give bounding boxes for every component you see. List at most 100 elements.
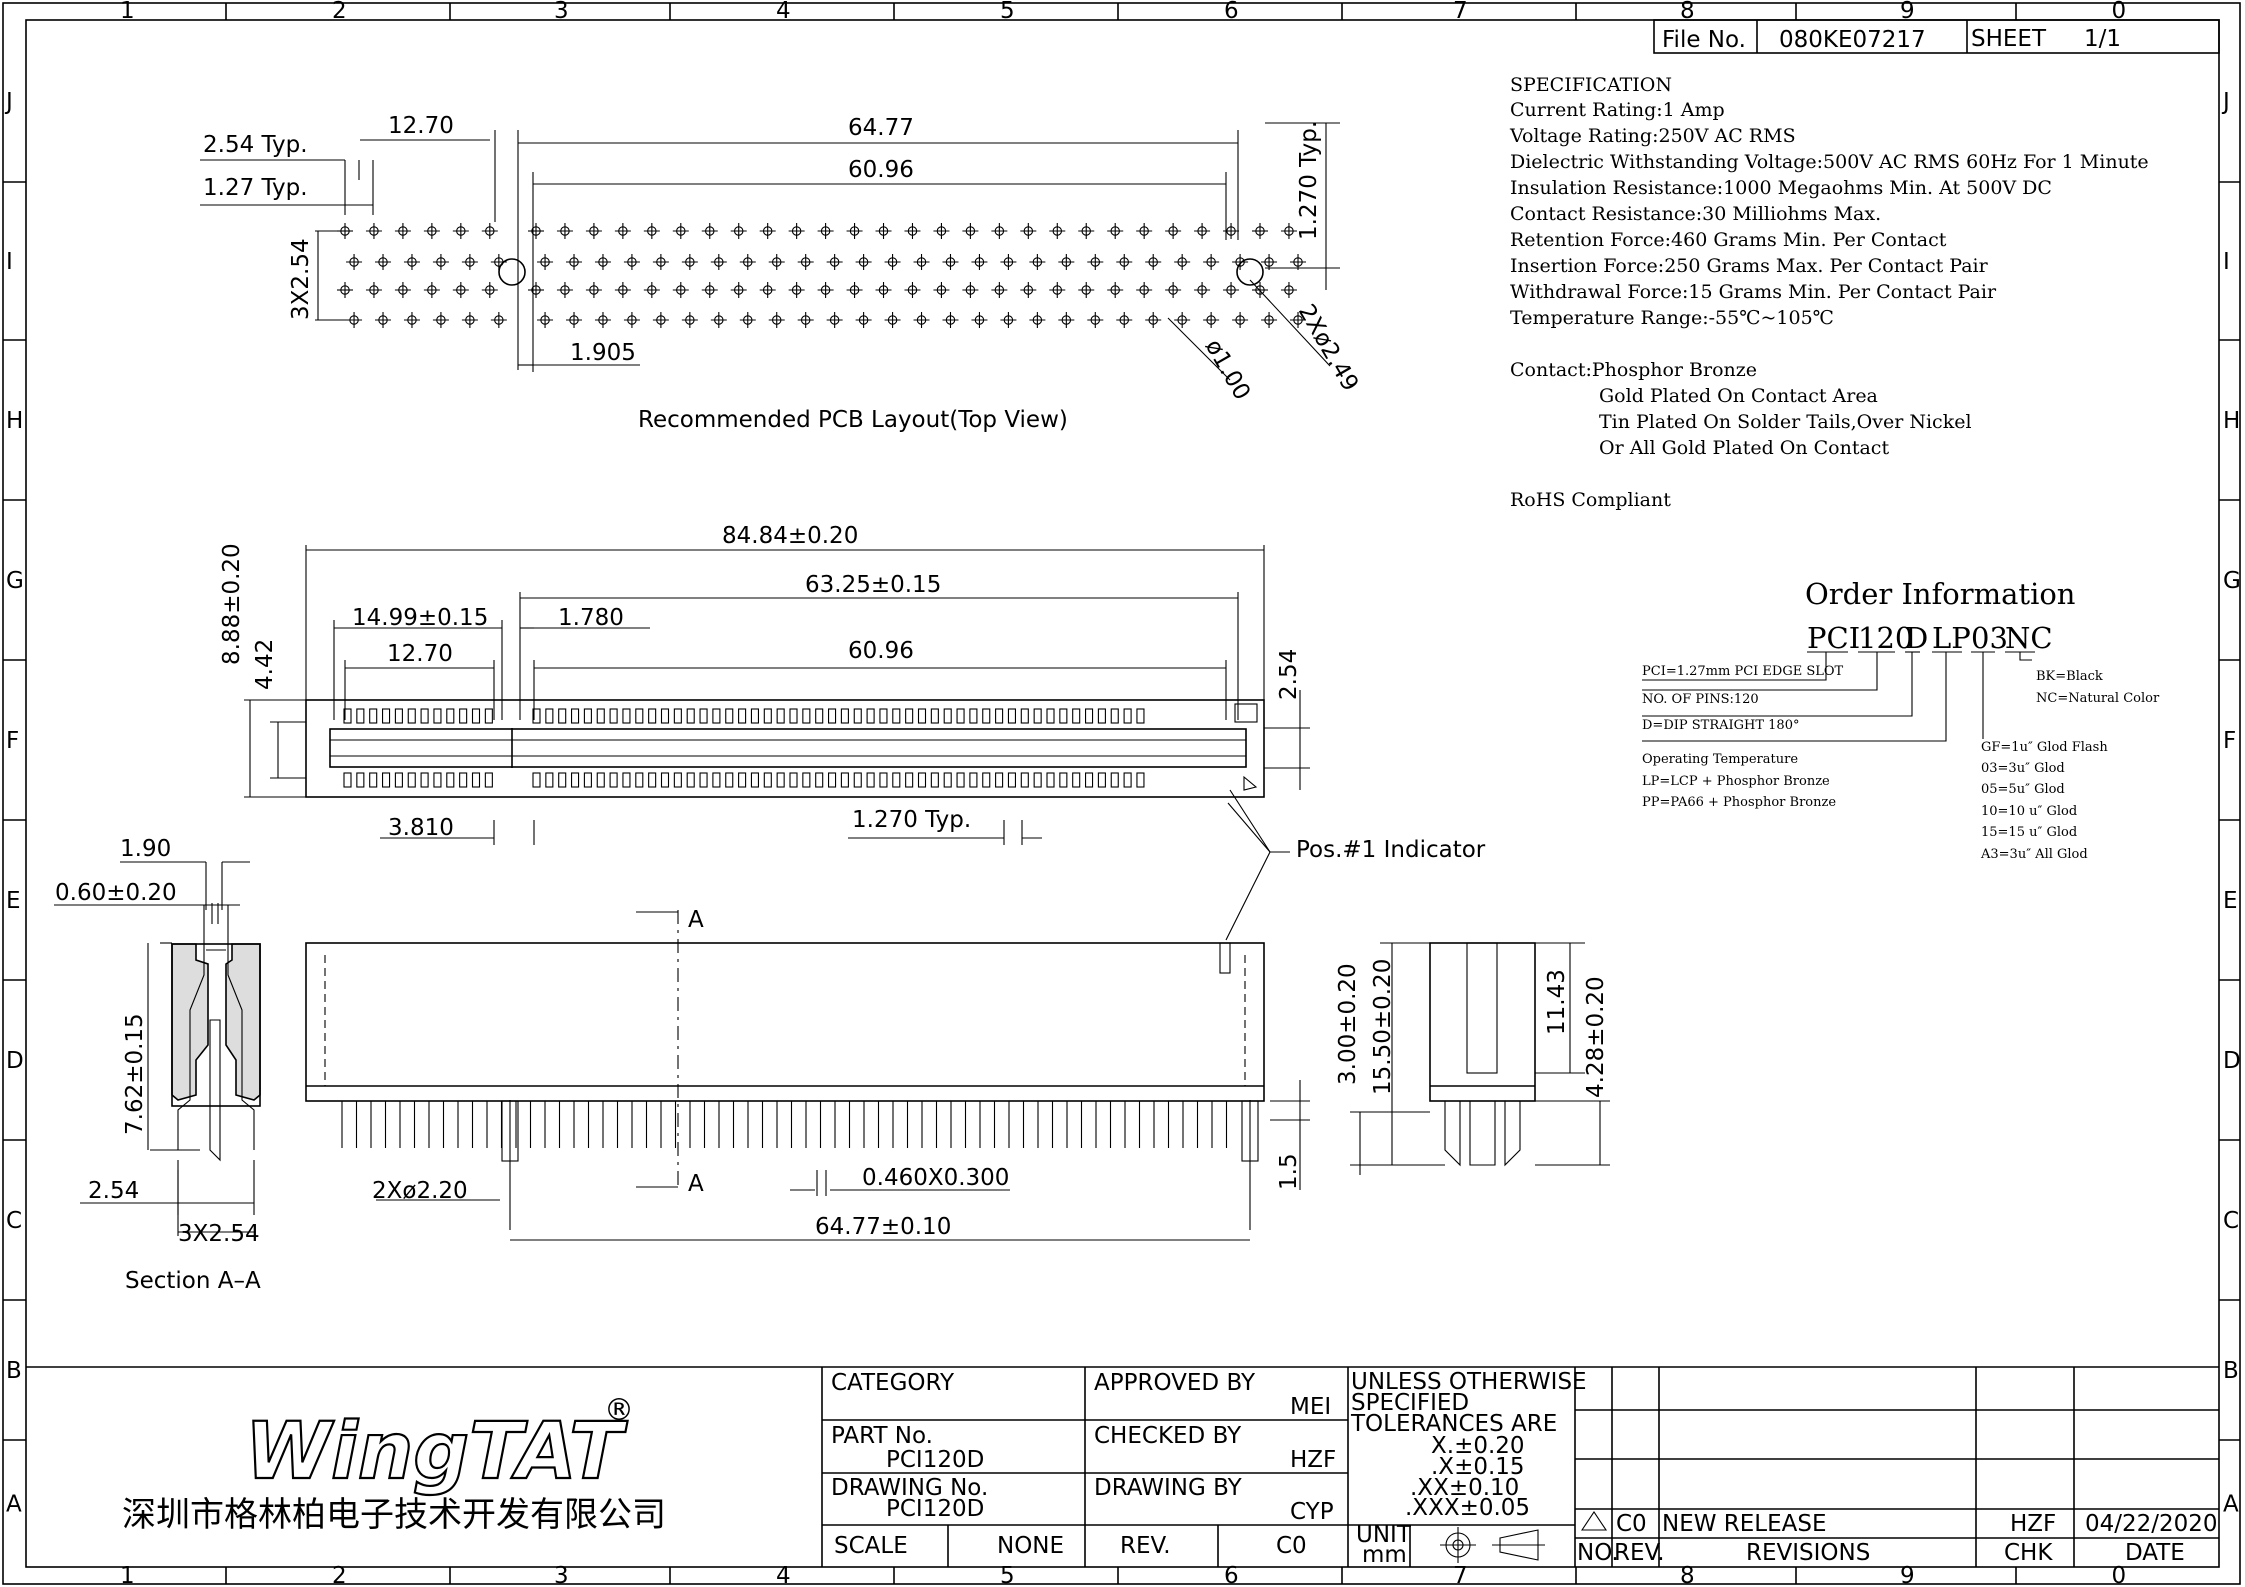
contact-slot xyxy=(943,708,952,724)
contact-slot xyxy=(1123,772,1132,788)
contact-slot xyxy=(407,772,416,788)
pcb-hole-grid xyxy=(337,223,1307,328)
tolerance-line: .XX±0.10 xyxy=(1410,1475,1519,1501)
contact-slot xyxy=(1033,708,1042,724)
dim-442: 4.42 xyxy=(252,639,278,690)
spec-line: Current Rating:1 Amp xyxy=(1510,99,1725,121)
contact-line: Contact:Phosphor Bronze xyxy=(1510,359,1757,381)
frame-row-label: I xyxy=(2223,249,2230,275)
contact-slot xyxy=(558,708,567,724)
order-note-plating: 03=3u″ Glod xyxy=(1981,761,2065,776)
dim-254: 2.54 xyxy=(88,1178,139,1204)
frame-row-label: E xyxy=(2223,888,2238,914)
dim-1270-typ: 1.270 Typ. xyxy=(1296,121,1322,240)
contact-slot xyxy=(673,708,682,724)
contact-slot xyxy=(712,708,721,724)
contact-slot xyxy=(545,708,554,724)
dim-hole-249: 2Xø2.49 xyxy=(1293,300,1363,396)
frame-column-label: 4 xyxy=(776,0,791,24)
dim-1270: 12.70 xyxy=(388,113,454,139)
pos1-marker xyxy=(1234,703,1258,723)
contact-slot xyxy=(905,772,914,788)
order-note-color: BK=Black xyxy=(2036,669,2103,684)
logo-wordmark: WingTAT xyxy=(245,1407,628,1497)
contact-slot xyxy=(420,708,429,724)
rohs-text: RoHS Compliant xyxy=(1510,489,1671,511)
order-note-color: NC=Natural Color xyxy=(2036,691,2160,706)
frame-column-label: 0 xyxy=(2112,0,2127,24)
frame-row-label: A xyxy=(6,1492,22,1518)
dim-pitch-127: 1.27 Typ. xyxy=(203,175,308,201)
contact-slot xyxy=(1085,708,1094,724)
frame-row-label: J xyxy=(2221,89,2230,115)
contact-slot xyxy=(699,708,708,724)
frame-column-label: 2 xyxy=(332,1563,347,1587)
contact-slot xyxy=(917,708,927,724)
rev-value: C0 xyxy=(1276,1533,1307,1559)
spec-line: Retention Force:460 Grams Min. Per Conta… xyxy=(1510,229,1947,251)
order-information: Order Information PCI 120 D LP 03 NC PCI… xyxy=(1642,577,2160,862)
tolerance-line: .X±0.15 xyxy=(1431,1454,1525,1480)
unit-label: UNIT xyxy=(1356,1522,1412,1548)
contact-slot xyxy=(1007,772,1017,788)
spec-line: Withdrawal Force:15 Grams Min. Per Conta… xyxy=(1510,281,1997,303)
contact-slot xyxy=(343,708,352,724)
spec-line: Voltage Rating:250V AC RMS xyxy=(1509,125,1796,147)
approved-value: MEI xyxy=(1290,1394,1331,1420)
contact-slot xyxy=(648,708,657,724)
order-note-temp: Operating Temperature xyxy=(1642,752,1798,767)
contact-slot xyxy=(1097,708,1106,724)
projection-symbol-icon xyxy=(1440,1527,1545,1563)
rev-head-revisions: REVISIONS xyxy=(1746,1540,1870,1566)
order-code-material: LP xyxy=(1932,621,1971,655)
scale-value: NONE xyxy=(997,1533,1064,1559)
section-aa-view: 1.90 0.60±0.20 7.62±0.15 2.54 3X2.54 Sec… xyxy=(54,836,261,1294)
contact-slot xyxy=(609,708,618,724)
part-label: PART No. xyxy=(831,1423,933,1449)
logo-registered-mark: ® xyxy=(604,1393,634,1428)
side-view: 3.00±0.20 15.50±0.20 11.43 4.28±0.20 xyxy=(1335,942,1610,1175)
contact-slot xyxy=(995,772,1004,788)
order-code-d: D xyxy=(1905,621,1928,655)
contact-slot xyxy=(815,708,824,724)
dim-2x220: 2Xø2.20 xyxy=(372,1178,468,1204)
wingtat-logo: WingTAT ® 深圳市格林柏电子技术开发有限公司 xyxy=(122,1393,666,1535)
key-hole-right xyxy=(1236,258,1264,286)
contact-slot xyxy=(879,708,888,724)
contact-slot xyxy=(1136,772,1145,788)
front-housing xyxy=(305,942,1265,1102)
contact-slot xyxy=(892,708,901,724)
front-view: A A 2Xø2.20 0.460X0.300 64.77±0.10 1.5 xyxy=(305,907,1310,1241)
contact-slot xyxy=(394,772,403,788)
rev-row-chk: HZF xyxy=(2010,1511,2056,1537)
contact-slot xyxy=(558,772,567,788)
contact-slot xyxy=(686,708,695,724)
rev-head-no: NO. xyxy=(1577,1540,1619,1566)
pos1-triangle xyxy=(1243,775,1258,791)
dim-060: 0.60±0.20 xyxy=(55,880,177,906)
order-note-plating: A3=3u″ All Glod xyxy=(1980,847,2088,862)
contact-slot xyxy=(866,772,875,788)
contact-slot xyxy=(394,708,403,724)
dim-6096: 60.96 xyxy=(848,638,914,664)
dim-1499: 14.99±0.15 xyxy=(352,605,488,631)
pcb-layout-view: 2.54 Typ. 1.27 Typ. 12.70 64.77 60.96 1.… xyxy=(200,113,1363,433)
order-code-pins: 120 xyxy=(1858,621,1913,655)
dim-428: 4.28±0.20 xyxy=(1583,976,1609,1098)
dim-888: 8.88±0.20 xyxy=(219,543,245,665)
frame-column-label: 7 xyxy=(1453,0,1468,24)
frame-row-label: D xyxy=(6,1048,24,1074)
contact-slot xyxy=(484,708,493,724)
pos1-indicator-label: Pos.#1 Indicator xyxy=(1296,837,1486,863)
frame-column-label: 9 xyxy=(1900,0,1915,24)
contact-slot xyxy=(969,708,978,724)
contact-slot xyxy=(827,708,837,724)
frame-row-label: H xyxy=(6,408,23,434)
contact-slot xyxy=(725,708,734,724)
checked-value: HZF xyxy=(1290,1447,1336,1473)
order-code-plating: 03 xyxy=(1971,621,2008,655)
dim-300: 3.00±0.20 xyxy=(1335,963,1361,1085)
contact-slot xyxy=(1020,708,1029,724)
